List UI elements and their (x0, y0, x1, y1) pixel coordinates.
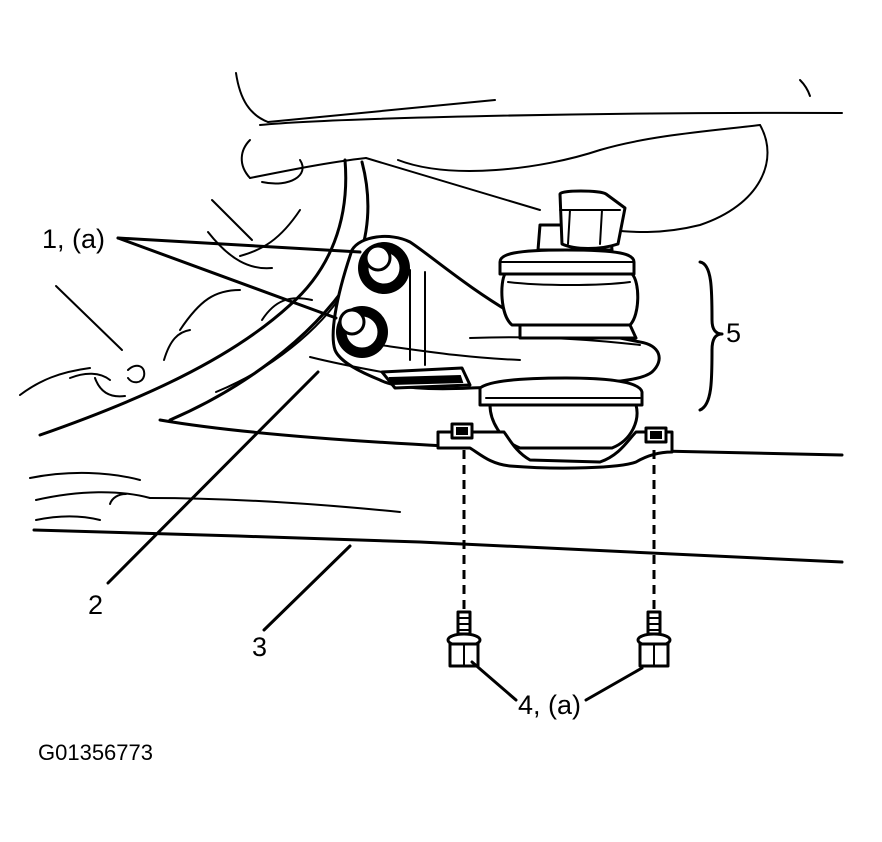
figure-id: G01356773 (38, 740, 153, 765)
callout-2-bracket: 2 (88, 590, 104, 620)
leader-lines (106, 236, 724, 702)
callout-3-crossmember: 3 (252, 632, 268, 662)
lower-insulator (436, 376, 674, 470)
callout-1-nut: 1, (a) (42, 224, 106, 254)
callout-4-bolt: 4, (a) (518, 690, 582, 720)
callout-5-insulator: 5 (726, 318, 742, 348)
mount-bolt-right (636, 450, 672, 668)
upper-insulator (498, 189, 640, 340)
bracket-nut-lower (336, 306, 388, 358)
bracket-nut-upper (358, 242, 410, 294)
mount-bolt-left (446, 450, 482, 668)
